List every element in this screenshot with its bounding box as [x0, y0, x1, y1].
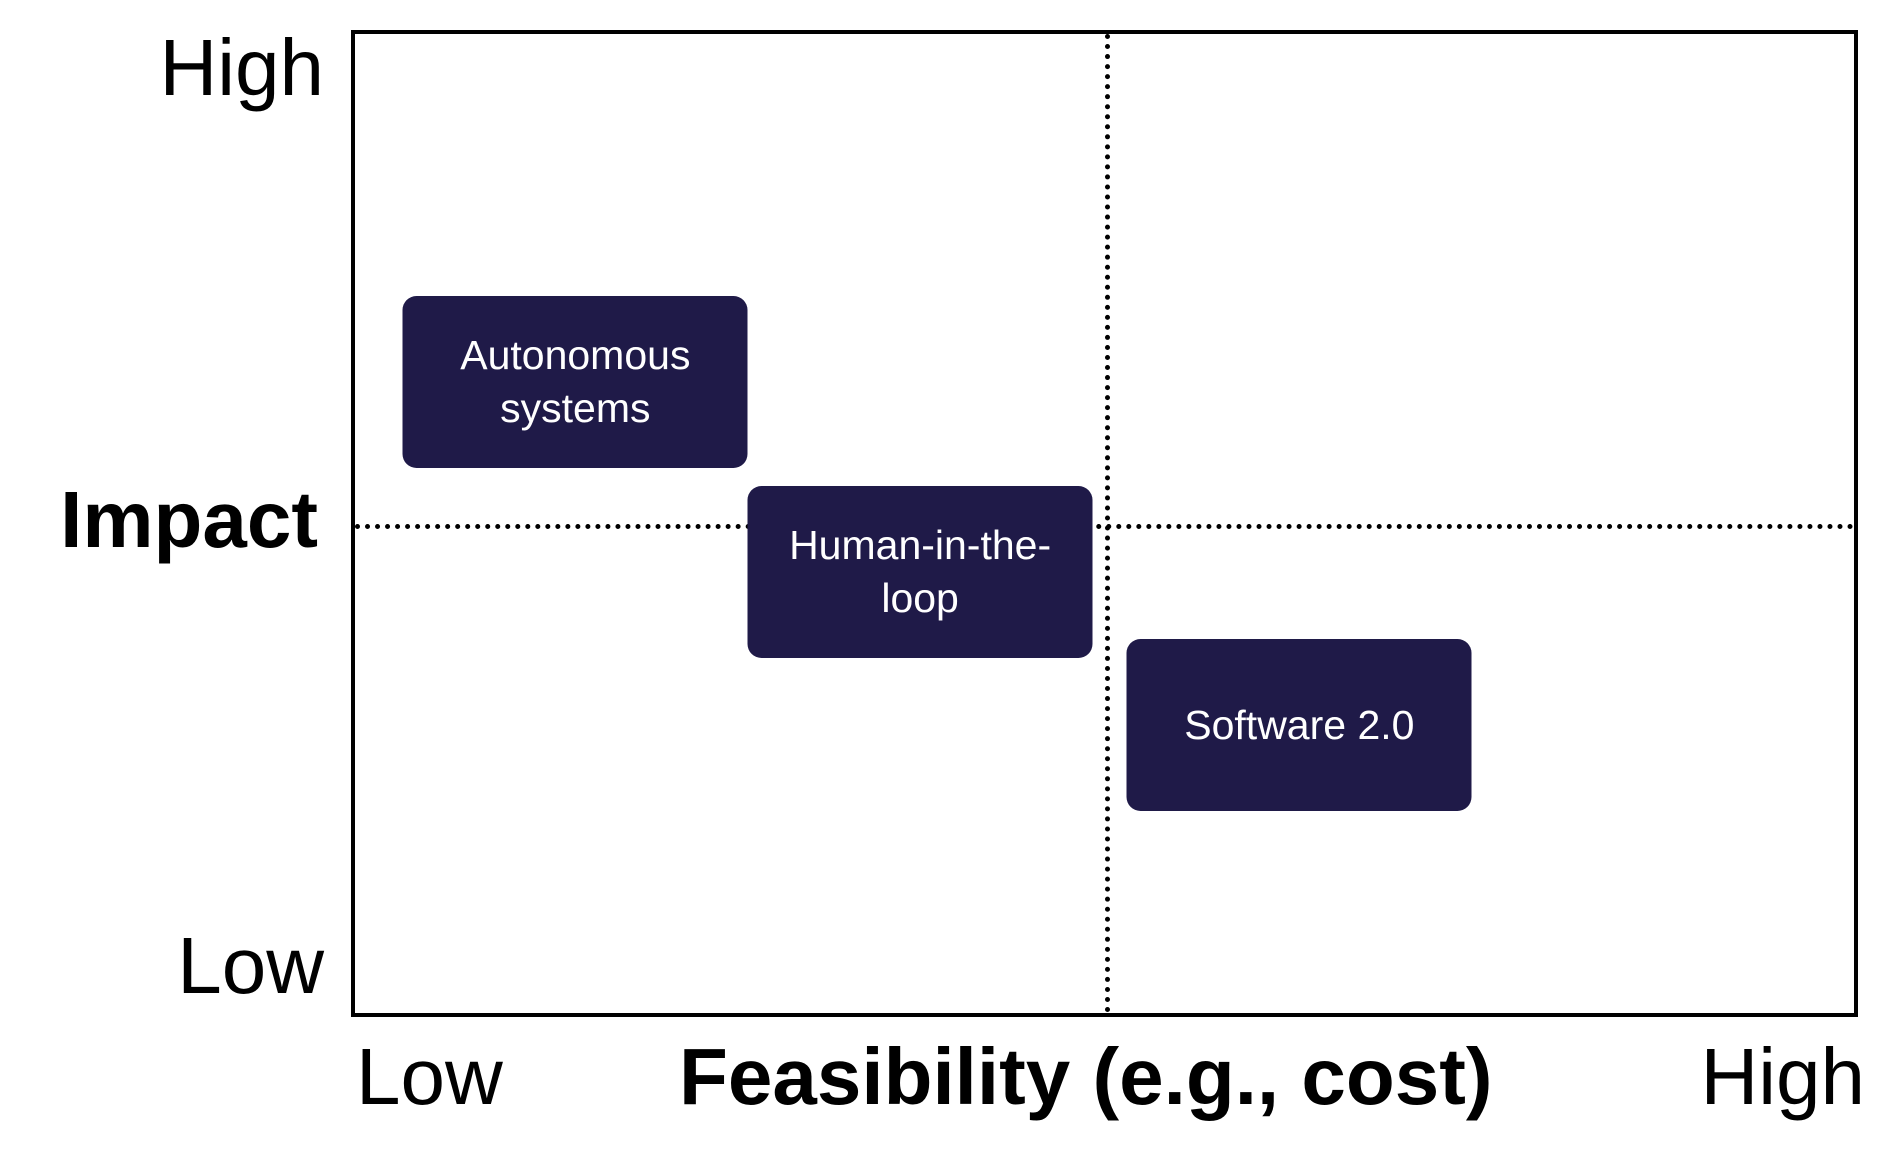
x-axis-title: Feasibility (e.g., cost) — [679, 1032, 1493, 1121]
x-tick-high: High — [1700, 1032, 1865, 1121]
item-software-2-0: Software 2.0 — [1126, 639, 1472, 812]
item-human-in-the-loop: Human-in-the-loop — [747, 486, 1093, 659]
y-axis-title: Impact — [60, 475, 318, 564]
item-autonomous-systems: Autonomous systems — [402, 295, 748, 468]
quadrant-plot-area: Autonomous systems Human-in-the-loop Sof… — [351, 30, 1858, 1017]
x-tick-low: Low — [356, 1032, 503, 1121]
y-tick-high: High — [159, 23, 324, 112]
horizontal-divider — [355, 523, 1854, 529]
y-tick-low: Low — [177, 921, 324, 1010]
